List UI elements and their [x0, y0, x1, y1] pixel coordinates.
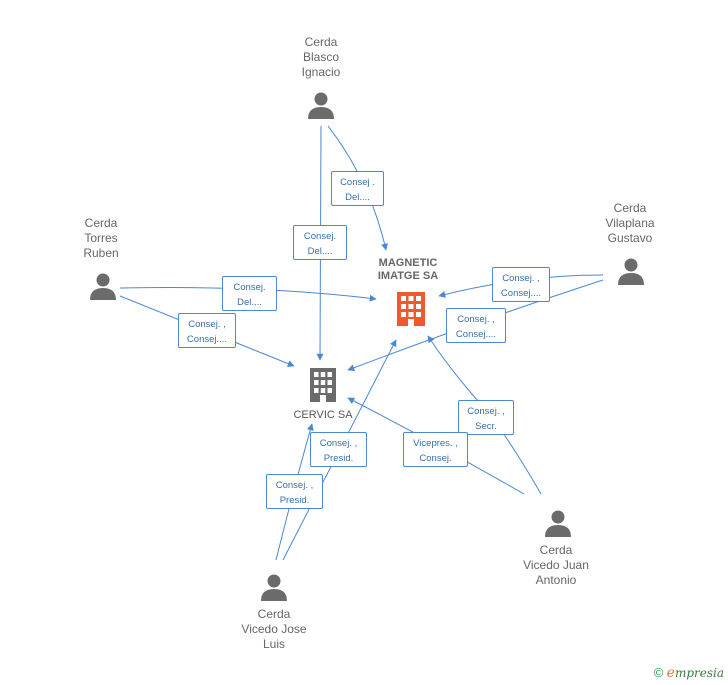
person-label-blasco[interactable]: Cerda Blasco Ignacio	[301, 35, 341, 79]
edge-label-juan-cervic[interactable]: Vicepres. , Consej.	[403, 432, 468, 467]
company-label-magnetic[interactable]: MAGNETIC IMATGE SA	[377, 257, 439, 282]
person-label-jose[interactable]: Cerda Vicedo Jose Luis	[241, 607, 307, 651]
person-icon-blasco[interactable]	[307, 91, 335, 119]
edge-label-juan-magnetic[interactable]: Consej. , Secr.	[458, 400, 514, 435]
person-icon-torres[interactable]	[89, 272, 117, 300]
building-icon-magnetic[interactable]	[395, 292, 427, 326]
company-label-cervic[interactable]: CERVIC SA	[293, 409, 353, 421]
person-label-juan[interactable]: Cerda Vicedo Juan Antonio	[523, 543, 589, 587]
person-icon-vilaplana[interactable]	[617, 257, 645, 285]
edge-label-torres-magnetic[interactable]: Consej. Del....	[222, 276, 277, 311]
edge-label-blasco-cervic[interactable]: Consej. Del....	[293, 225, 347, 260]
edge-label-vilaplana-magnetic[interactable]: Consej. , Consej....	[492, 267, 550, 302]
edge-label-blasco-magnetic[interactable]: Consej . Del....	[331, 171, 384, 206]
copyright-icon: ©	[653, 665, 664, 680]
brand-logo-text: mpresia	[674, 666, 724, 680]
edge-label-torres-cervic[interactable]: Consej. , Consej....	[178, 313, 236, 348]
person-icon-juan[interactable]	[544, 509, 572, 537]
brand-logo-e: e	[666, 665, 675, 681]
building-icon-cervic[interactable]	[308, 368, 338, 402]
person-label-vilaplana[interactable]: Cerda Vilaplana Gustavo	[605, 201, 655, 245]
edge-label-jose-cervic[interactable]: Consej. , Presid.	[266, 474, 323, 509]
person-label-torres[interactable]: Cerda Torres Ruben	[83, 216, 119, 260]
footer-brand: © empresia	[654, 665, 724, 681]
person-icon-jose[interactable]	[260, 573, 288, 601]
edge-label-jose-magnetic[interactable]: Consej. , Presid.	[310, 432, 367, 467]
edge-label-vilaplana-cervic[interactable]: Consej. , Consej....	[446, 308, 506, 343]
